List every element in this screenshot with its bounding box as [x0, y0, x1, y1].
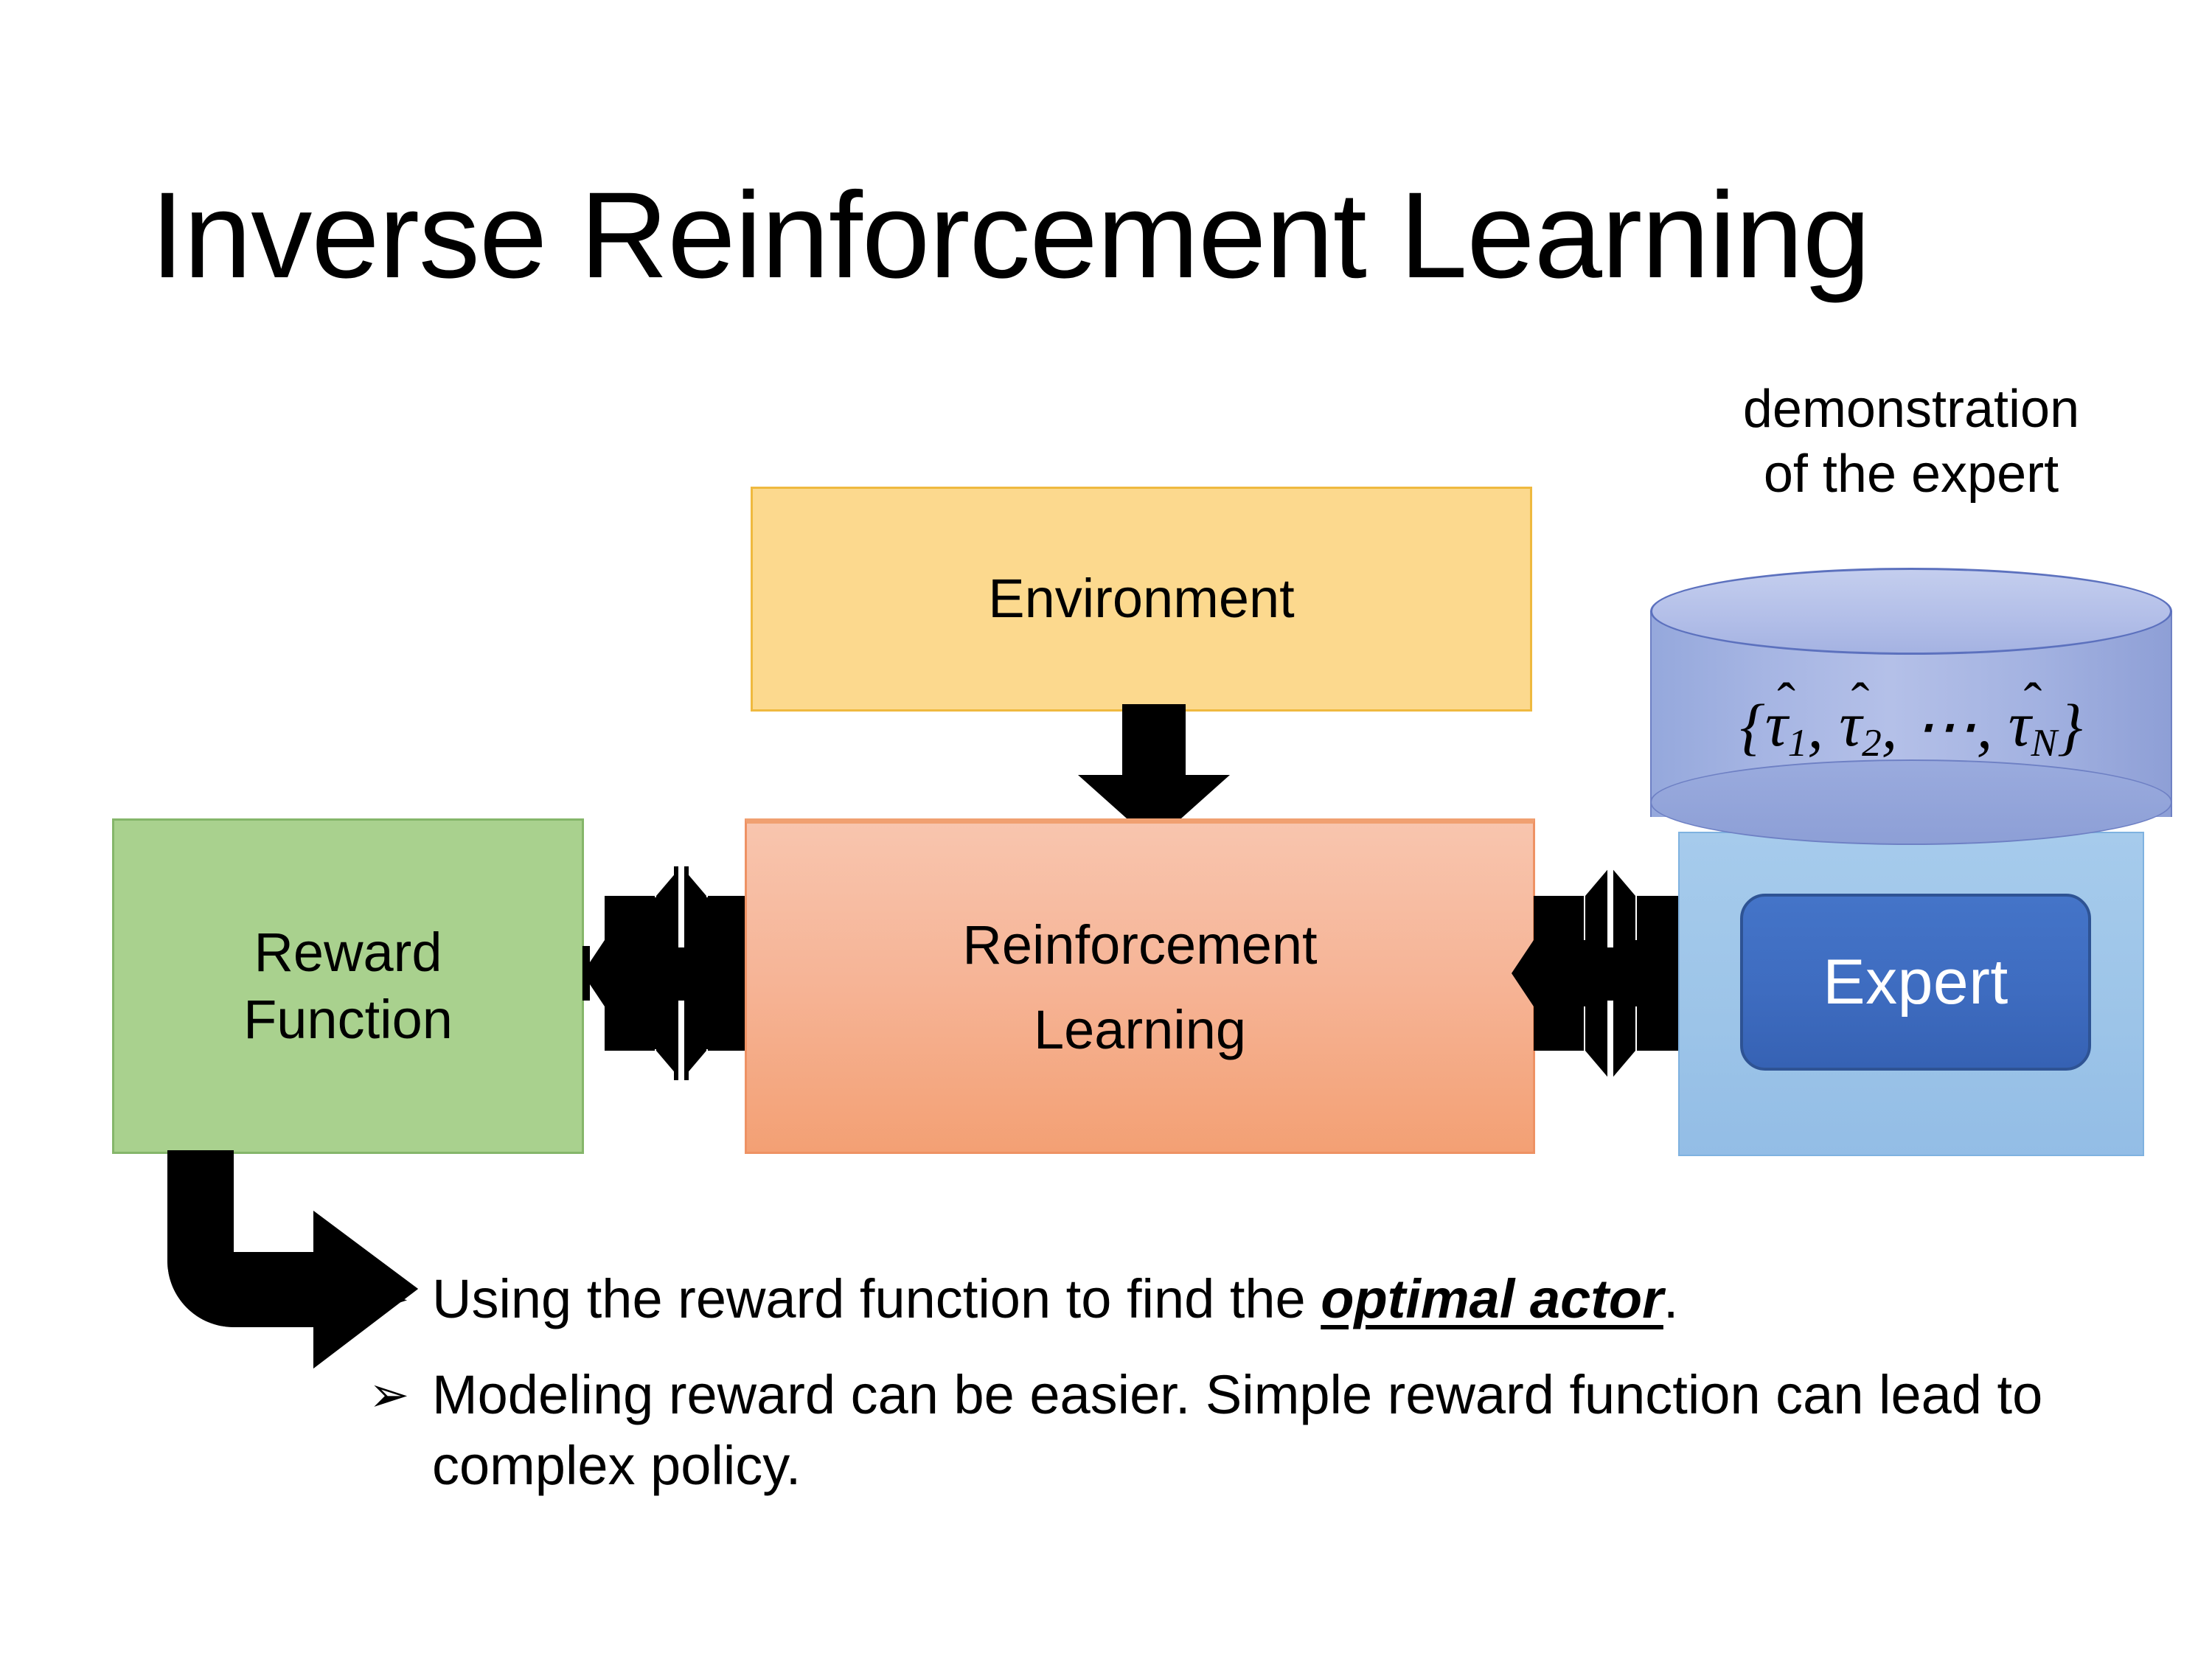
formula-subscript-2: 2 — [1862, 720, 1882, 765]
formula-subscript-1: 1 — [1787, 720, 1808, 765]
reinforcement-learning-label-line2: Learning — [1033, 998, 1246, 1060]
formula-comma-2: , — [1881, 691, 1913, 762]
arrow-reward-to-bullets-icon — [167, 1150, 418, 1368]
formula-comma-3: , — [1976, 691, 2008, 762]
bullet-2-text-before: Modeling reward can be easier. Simple re… — [432, 1364, 2043, 1497]
environment-label: Environment — [988, 568, 1295, 630]
bullet-1-emphasis: optimal actor — [1321, 1268, 1663, 1329]
formula-close-brace: } — [2057, 691, 2083, 762]
expert-label: Expert — [1823, 946, 2008, 1018]
demonstration-caption-line2: of the expert — [1763, 444, 2059, 504]
reinforcement-learning-label-line1: Reinforcement — [962, 914, 1318, 976]
arrow-reward-to-rl-icon — [582, 866, 780, 1080]
formula-tau-glyph-2: τ — [1839, 689, 1863, 760]
expert-box[interactable]: Expert — [1740, 894, 2091, 1071]
reward-function-box[interactable]: Reward Function — [112, 818, 584, 1154]
formula-tau-2: ̂τ2 — [1839, 687, 1881, 765]
bullet-1-text-after: . — [1663, 1268, 1679, 1329]
reinforcement-learning-box[interactable]: Reinforcement Learning — [745, 818, 1535, 1154]
formula-tau-glyph-1: τ — [1764, 689, 1788, 760]
demonstration-cylinder[interactable]: { ̂τ1 , ̂τ2 , ⋯ , ̂τN } — [1650, 568, 2172, 855]
cylinder-bottom-ellipse — [1650, 759, 2172, 845]
bullet-chevron-icon: ➢ — [369, 1271, 410, 1326]
environment-box[interactable]: Environment — [751, 487, 1532, 712]
list-item[interactable]: ➢ Modeling reward can be easier. Simple … — [369, 1360, 2124, 1501]
page-title: Inverse Reinforcement Learning — [150, 167, 1871, 304]
formula-tau-glyph-n: τ — [2008, 689, 2031, 760]
formula-open-brace: { — [1739, 691, 1765, 762]
reward-function-label-line2: Function — [243, 988, 453, 1050]
formula-ellipsis: ⋯ — [1913, 691, 1977, 762]
bullet-text-1: Using the reward function to find the op… — [432, 1264, 2124, 1335]
arrow-rl-to-expert-icon — [1512, 866, 1709, 1080]
formula-subscript-n: N — [2031, 720, 2058, 765]
bullet-text-2: Modeling reward can be easier. Simple re… — [432, 1360, 2124, 1501]
list-item[interactable]: ➢ Using the reward function to find the … — [369, 1264, 2124, 1335]
bullet-1-text-before: Using the reward function to find the — [432, 1268, 1321, 1329]
demonstration-caption: demonstration of the expert — [1650, 378, 2172, 507]
formula-comma-1: , — [1807, 691, 1840, 762]
arrow-environment-to-rl-icon — [1078, 704, 1230, 843]
reward-function-label-line1: Reward — [254, 922, 442, 984]
trajectory-set-formula: { ̂τ1 , ̂τ2 , ⋯ , ̂τN } — [1650, 671, 2172, 782]
formula-tau-n: ̂τN — [2008, 687, 2057, 765]
cylinder-top-ellipse — [1650, 568, 2172, 655]
bullet-list: ➢ Using the reward function to find the … — [369, 1264, 2124, 1527]
demonstration-caption-line1: demonstration — [1742, 380, 2080, 439]
bullet-chevron-icon: ➢ — [369, 1367, 410, 1422]
formula-tau-1: ̂τ1 — [1765, 687, 1807, 765]
